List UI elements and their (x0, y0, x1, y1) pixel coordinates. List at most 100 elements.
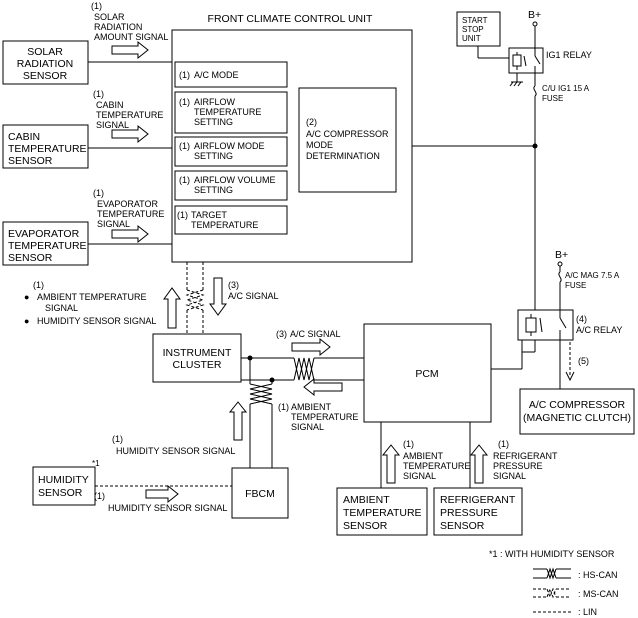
solar-signal-num: (1) (91, 1, 102, 11)
cu-fuse-label-2: FUSE (542, 94, 563, 103)
solar-sensor-label-1: SOLAR (27, 46, 63, 58)
function-target-temperature: (1) TARGET TEMPERATURE (174, 205, 288, 235)
evaporator-temperature-sensor-block: EVAPORATOR TEMPERATURE SENSOR (2, 221, 89, 266)
function-airflow-temperature-line-1: AIRFLOW (194, 97, 236, 107)
cabin-temperature-sensor-block: CABIN TEMPERATURE SENSOR (2, 124, 89, 169)
ac-mag-fuse-label-1: A/C MAG 7.5 A (565, 271, 620, 280)
can-signal-ambient-2: SIGNAL (45, 303, 78, 313)
legend-note: *1 : WITH HUMIDITY SENSOR (489, 549, 615, 559)
evaporator-signal-line-2: TEMPERATURE (97, 209, 164, 219)
ac-relay-symbol (517, 309, 574, 341)
ambient-signal-num: (1) (403, 439, 414, 449)
cabin-signal-line-3: SIGNAL (96, 120, 129, 130)
cabin-sensor-label-3: SENSOR (8, 155, 53, 167)
start-stop-unit-block: START STOP UNIT (456, 11, 501, 47)
function-ac-mode: (1) A/C MODE (174, 61, 288, 88)
b-plus-label-bottom: B+ (555, 249, 568, 261)
refrigerant-signal-line-1: REFRIGERANT (493, 451, 558, 461)
start-stop-label-1: START (462, 16, 488, 25)
solar-signal-line-2: RADIATION (94, 22, 142, 32)
humidity-signal-up-num: (1) (112, 434, 123, 444)
ac-signal-down-text: A/C SIGNAL (228, 291, 279, 301)
instrument-cluster-label-2: CLUSTER (172, 359, 221, 371)
function-airflow-mode: (1) AIRFLOW MODE SETTING (174, 136, 288, 167)
cabin-signal-line-1: CABIN (96, 100, 124, 110)
refrigerant-signal-num: (1) (498, 439, 509, 449)
cabin-sensor-label-2: TEMPERATURE (8, 143, 87, 155)
legend-hs-can-symbol (533, 567, 571, 580)
refrigerant-sensor-label-2: PRESSURE (440, 507, 498, 519)
function-airflow-temperature-line-2: TEMPERATURE (194, 107, 261, 117)
ambient-humidity-can-label: (1) ● AMBIENT TEMPERATURE SIGNAL ● HUMID… (24, 280, 156, 326)
hs-can-bus-vertical (249, 358, 273, 468)
can-signals-up-arrow (163, 287, 181, 329)
humidity-sensor-label-2: SENSOR (38, 487, 83, 499)
function-airflow-mode-line-2: SETTING (194, 151, 233, 161)
ambient-signal-line-3: SIGNAL (403, 471, 436, 481)
ambient-sensor-label-1: AMBIENT (343, 494, 390, 506)
evaporator-signal-line-1: EVAPORATOR (97, 199, 159, 209)
ground-symbol (509, 81, 523, 87)
ambient-temperature-sensor-block: AMBIENT TEMPERATURE SENSOR (336, 487, 428, 536)
solar-sensor-label-2: RADIATION (17, 58, 73, 70)
evaporator-signal-label: (1) EVAPORATOR TEMPERATURE SIGNAL (93, 188, 164, 229)
ac-relay-text: A/C RELAY (576, 325, 622, 335)
determination-line-3: DETERMINATION (306, 151, 380, 161)
ambient-to-cluster-arrow (303, 377, 343, 397)
can-signal-ambient: AMBIENT TEMPERATURE (37, 292, 147, 302)
function-ac-mode-text: A/C MODE (194, 70, 239, 80)
cabin-signal-label: (1) CABIN TEMPERATURE SIGNAL (93, 89, 163, 130)
ms-can-bus-vertical (185, 262, 205, 334)
compressor-label-2: (MAGNETIC CLUTCH) (523, 412, 631, 424)
ambient-signal-line-1: AMBIENT (403, 451, 444, 461)
b-plus-terminal-bottom (557, 261, 563, 267)
legend-ms-can: : MS-CAN (578, 589, 619, 599)
cabin-signal-line-2: TEMPERATURE (96, 110, 163, 120)
junction-front-unit (532, 143, 538, 149)
function-airflow-volume: (1) AIRFLOW VOLUME SETTING (174, 170, 288, 201)
start-stop-label-2: STOP (462, 25, 484, 34)
solar-signal-line-1: SOLAR (94, 12, 125, 22)
evaporator-signal-num: (1) (93, 188, 104, 198)
start-stop-label-3: UNIT (462, 34, 481, 43)
function-airflow-volume-line-1: AIRFLOW VOLUME (194, 175, 276, 185)
ac-relay-num: (4) (576, 314, 587, 324)
pcm-block: PCM (363, 323, 492, 423)
humidity-signal-lin-arrow (145, 484, 179, 504)
ambient-signal-arrow (381, 444, 401, 484)
ambient-sensor-label-3: SENSOR (343, 520, 388, 532)
ac-signal-pcm-text: A/C SIGNAL (290, 329, 341, 339)
ac-signal-down-num: (3) (228, 280, 239, 290)
ac-mag-fuse-label-2: FUSE (565, 281, 586, 290)
legend-hs-can: : HS-CAN (578, 570, 618, 580)
can-bullet-2: ● (24, 316, 29, 326)
ig1-relay-symbol (508, 47, 544, 74)
function-airflow-mode-line-1: AIRFLOW MODE (194, 141, 265, 151)
legend-lin: : LIN (578, 607, 597, 617)
function-airflow-temperature-num: (1) (179, 97, 190, 107)
evaporator-sensor-label-1: EVAPORATOR (8, 228, 80, 240)
front-climate-control-unit: (1) A/C MODE (1) AIRFLOW TEMPERATURE SET… (171, 29, 413, 263)
solar-signal-label: (1) SOLAR RADIATION AMOUNT SIGNAL (91, 1, 168, 42)
hs-can-bus-horizontal (241, 355, 364, 383)
instrument-cluster-block: INSTRUMENT CLUSTER (152, 333, 242, 383)
ac-compressor-block: A/C COMPRESSOR (MAGNETIC CLUTCH) (519, 388, 635, 435)
fbcm-block: FBCM (231, 467, 289, 519)
compressor-label-1: A/C COMPRESSOR (529, 399, 626, 411)
determination-num: (2) (306, 117, 317, 127)
can-signal-humidity: HUMIDITY SENSOR SIGNAL (37, 316, 156, 326)
cu-fuse-label-1: C/U IG1 15 A (542, 84, 590, 93)
can-signals-num: (1) (33, 280, 44, 290)
ac-signal-down-arrow (209, 277, 227, 316)
ambient-to-cluster-num: (1) (278, 402, 289, 412)
cu-fuse-symbol (533, 85, 537, 97)
refrigerant-signal-line-3: SIGNAL (493, 471, 526, 481)
humidity-signal-lin-text: HUMIDITY SENSOR SIGNAL (108, 503, 227, 513)
step5-label: (5) (578, 356, 589, 366)
refrigerant-sensor-label-1: REFRIGERANT (440, 494, 516, 506)
solar-sensor-label-3: SENSOR (23, 70, 68, 82)
function-target-temperature-line-1: TARGET (191, 210, 227, 220)
function-airflow-mode-num: (1) (179, 141, 190, 151)
evaporator-sensor-label-3: SENSOR (8, 252, 53, 264)
function-ac-mode-num: (1) (179, 70, 190, 80)
